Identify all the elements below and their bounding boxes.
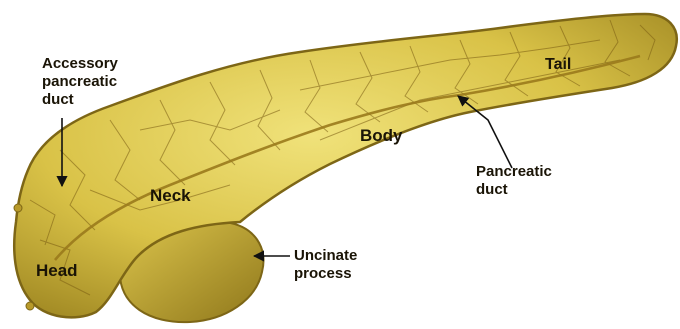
accessory-duct-label-line3: duct bbox=[42, 91, 74, 108]
body-label: Body bbox=[360, 126, 403, 145]
uncinate-label-line2: process bbox=[294, 265, 352, 282]
tail-label: Tail bbox=[545, 56, 571, 73]
head-label: Head bbox=[36, 261, 78, 280]
uncinate-label-line1: Uncinate bbox=[294, 247, 357, 264]
tubercle bbox=[26, 302, 34, 310]
neck-label: Neck bbox=[150, 186, 191, 205]
accessory-duct-label-line1: Accessory bbox=[42, 55, 119, 72]
accessory-duct-label-line2: pancreatic bbox=[42, 73, 117, 90]
tubercle bbox=[14, 204, 22, 212]
pancreatic-duct-label-line1: Pancreatic bbox=[476, 163, 552, 180]
pancreatic-duct-label-line2: duct bbox=[476, 181, 508, 198]
